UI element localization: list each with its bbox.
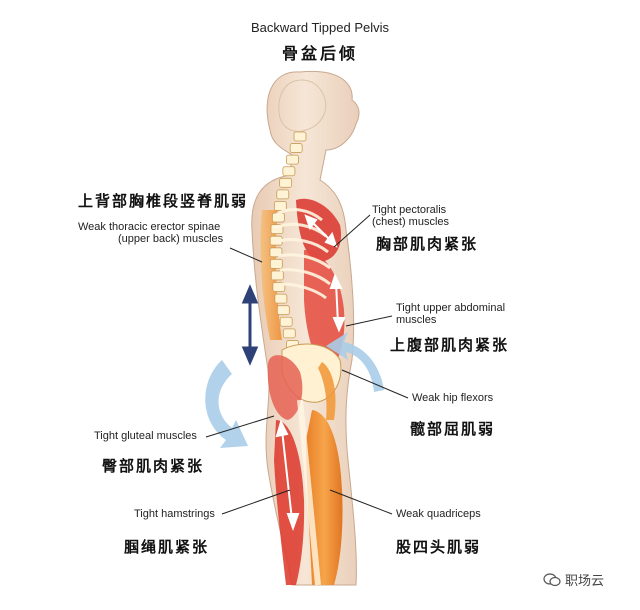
vertebra <box>274 293 288 304</box>
vertebra <box>272 282 286 292</box>
title-english: Backward Tipped Pelvis <box>250 20 389 35</box>
femur-bone <box>297 399 321 586</box>
title-chinese: 骨盆后倾 <box>281 44 358 63</box>
spine-movement-arrow <box>241 284 259 366</box>
label-upper-back-en-2: (upper back) muscles <box>118 233 224 245</box>
vertebra <box>269 258 283 269</box>
vertebra <box>282 166 296 177</box>
label-upper-back-cn: 上背部胸椎段竖脊肌弱 <box>78 192 249 210</box>
vertebra <box>293 131 307 142</box>
vertebra <box>279 316 293 327</box>
vertebra <box>270 270 284 281</box>
muscle-tension-arrows <box>275 214 346 531</box>
vertebra <box>273 201 287 211</box>
label-pectoralis-cn: 胸部肌肉紧张 <box>376 235 479 253</box>
label-abdominal-en-2: muscles <box>396 314 437 326</box>
watermark: 职场云 <box>543 570 604 589</box>
label-gluteal-en: Tight gluteal muscles <box>94 430 197 442</box>
label-quadriceps-en: Weak quadriceps <box>396 508 481 520</box>
gluteal-muscle <box>267 355 303 420</box>
hip-flexor-muscle <box>318 362 336 420</box>
watermark-text: 职场云 <box>565 574 605 589</box>
wechat-icon <box>543 572 561 586</box>
label-pectoralis-en-2: (chest) muscles <box>372 216 450 228</box>
label-hamstrings-cn: 腘绳肌紧张 <box>124 538 210 556</box>
vertebra <box>286 154 299 165</box>
label-quadriceps-cn: 股四头肌弱 <box>396 538 482 556</box>
label-hip-flexors-en: Weak hip flexors <box>412 392 494 404</box>
rotation-arrows <box>205 332 384 448</box>
vertebra <box>279 177 293 188</box>
leader-lines <box>205 214 409 515</box>
vertebra <box>276 189 290 200</box>
label-pectoralis-en-1: Tight pectoralis <box>372 204 447 216</box>
label-upper-back-en-1: Weak thoracic erector spinae <box>78 221 221 233</box>
label-abdominal-en-1: Tight upper abdominal <box>396 302 506 314</box>
skull <box>278 79 327 132</box>
label-gluteal-cn: 臀部肌肉紧张 <box>102 457 205 475</box>
vertebra <box>282 328 296 339</box>
label-hamstrings-en: Tight hamstrings <box>134 508 215 520</box>
label-hip-flexors-cn: 髋部屈肌弱 <box>410 420 496 438</box>
vertebra <box>276 305 290 316</box>
label-abdominal-cn: 上腹部肌肉紧张 <box>390 336 510 354</box>
vertebra <box>289 143 303 153</box>
